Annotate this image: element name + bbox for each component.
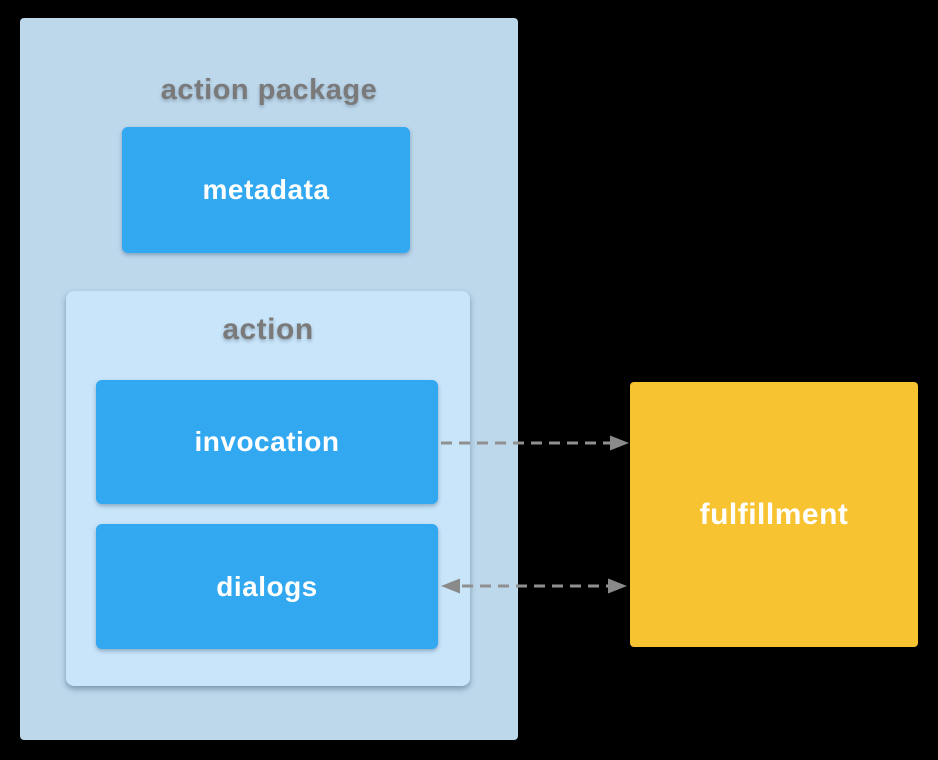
arrowhead-right-icon [610,435,629,451]
arrowhead-right-icon [608,578,627,594]
metadata-label: metadata [202,174,330,205]
metadata-node: metadata [122,127,410,253]
invocation-node: invocation [96,380,438,504]
invocation-label: invocation [194,426,340,457]
dialogs-node: dialogs [96,524,438,649]
action-package-container: action package metadata action invocatio… [20,18,518,740]
action-package-title: action package [160,74,378,106]
fulfillment-node: fulfillment [630,382,918,647]
action-container: action invocation dialogs [66,291,470,686]
dialogs-label: dialogs [216,570,318,602]
action-title: action [222,313,314,346]
fulfillment-label: fulfillment [699,497,849,531]
